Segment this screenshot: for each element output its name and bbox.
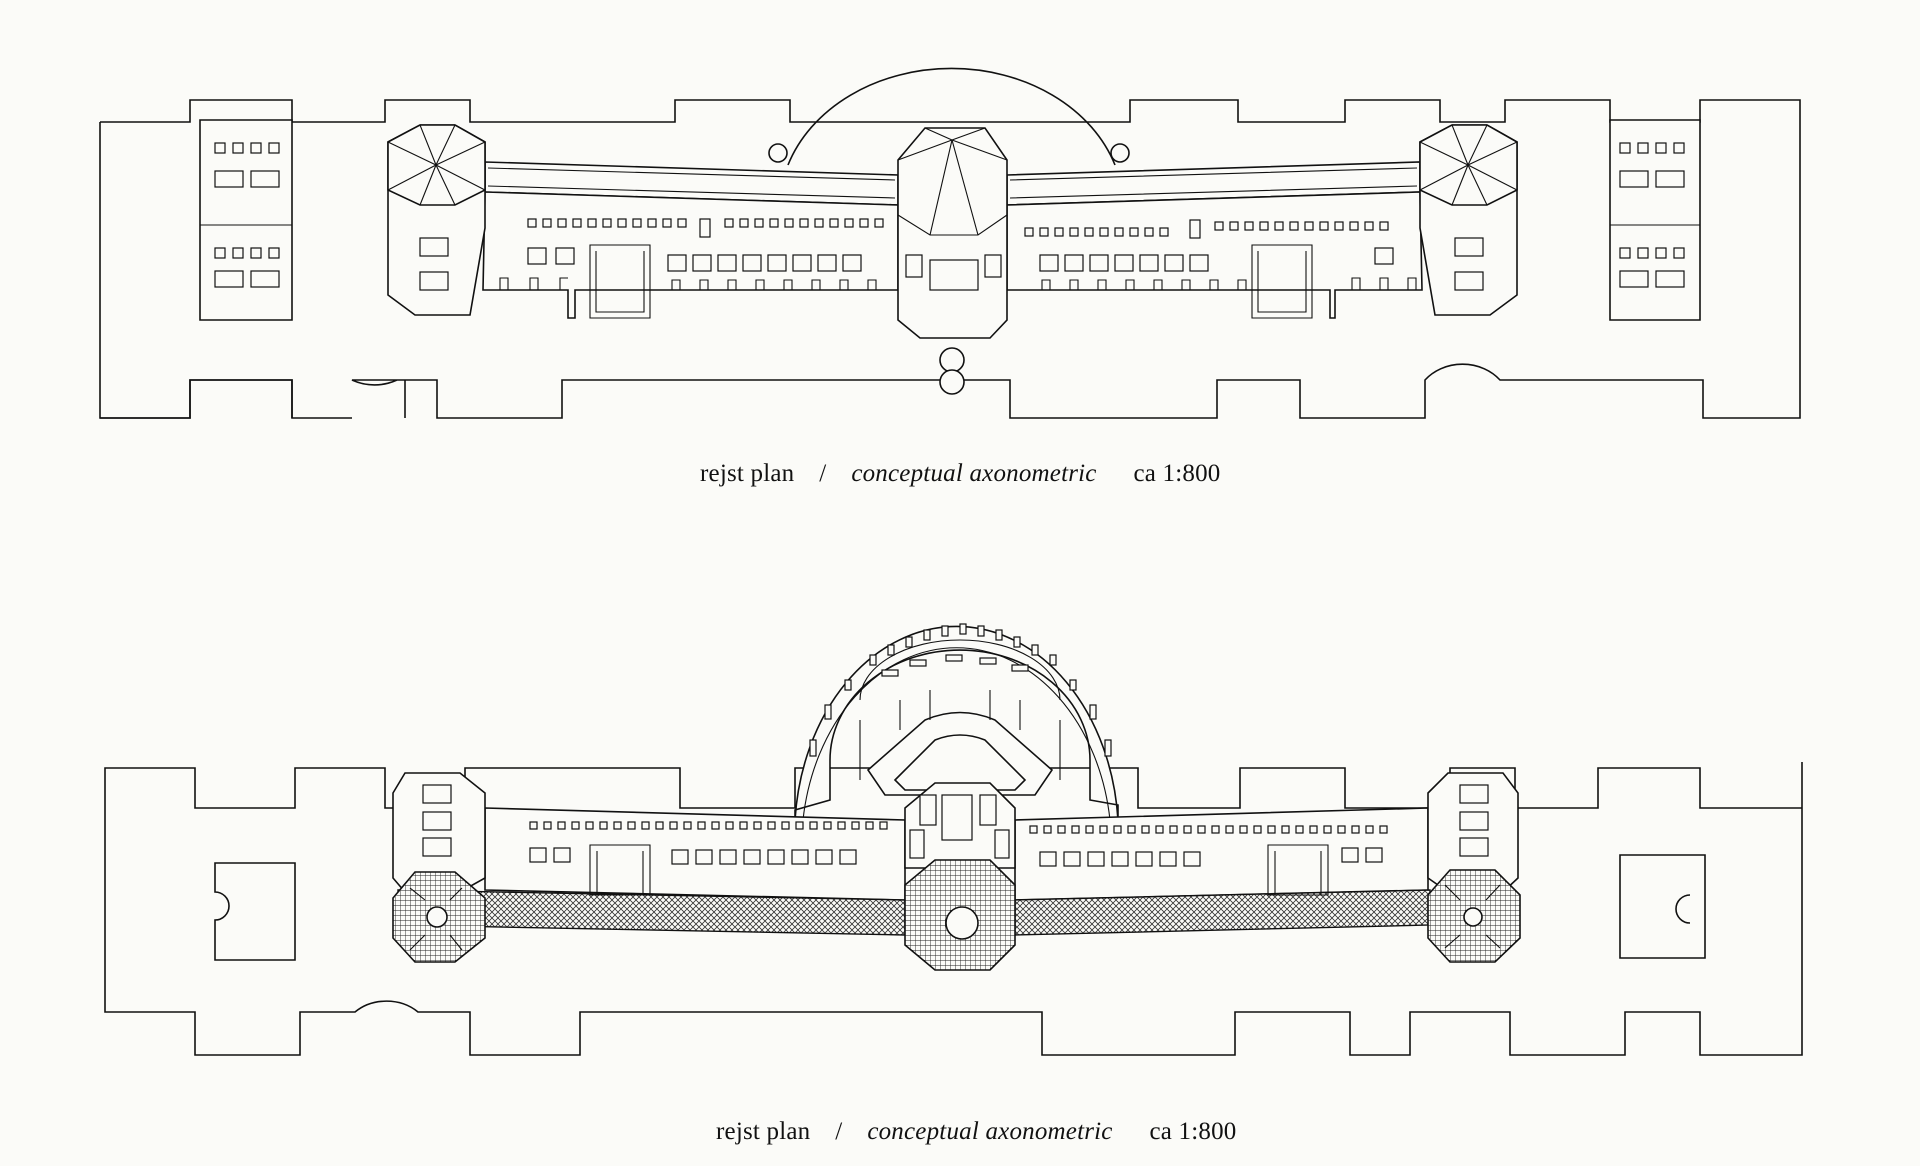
caption-separator: / bbox=[835, 1118, 843, 1145]
left-tower bbox=[387, 124, 486, 316]
caption-scale: ca 1:800 bbox=[1133, 460, 1221, 487]
axonometric-drawing-top bbox=[99, 67, 1801, 419]
caption-scale: ca 1:800 bbox=[1149, 1118, 1237, 1145]
caption-top: rejst plan / conceptual axonometric ca 1… bbox=[700, 460, 1221, 488]
left-tower-bottom bbox=[392, 772, 486, 963]
caption-bottom: rejst plan / conceptual axonometric ca 1… bbox=[716, 1118, 1237, 1146]
right-tower bbox=[1419, 124, 1518, 316]
left-block bbox=[199, 119, 293, 321]
left-courtyard bbox=[214, 862, 296, 961]
caption-subject: conceptual axonometric bbox=[867, 1118, 1113, 1145]
right-tower-bottom bbox=[1427, 772, 1521, 963]
caption-separator: / bbox=[819, 460, 827, 487]
central-tower-bottom bbox=[904, 782, 1016, 971]
caption-plan: rejst plan bbox=[700, 460, 795, 487]
site-outline-bottom bbox=[104, 762, 1803, 1056]
dome-arc bbox=[787, 67, 1116, 166]
right-block bbox=[1609, 119, 1701, 321]
rotunda bbox=[794, 623, 1119, 821]
axonometric-drawing-bottom bbox=[104, 623, 1803, 1056]
central-tower bbox=[897, 127, 1008, 395]
caption-subject: conceptual axonometric bbox=[851, 460, 1097, 487]
right-courtyard bbox=[1619, 854, 1706, 959]
caption-plan: rejst plan bbox=[716, 1118, 811, 1145]
